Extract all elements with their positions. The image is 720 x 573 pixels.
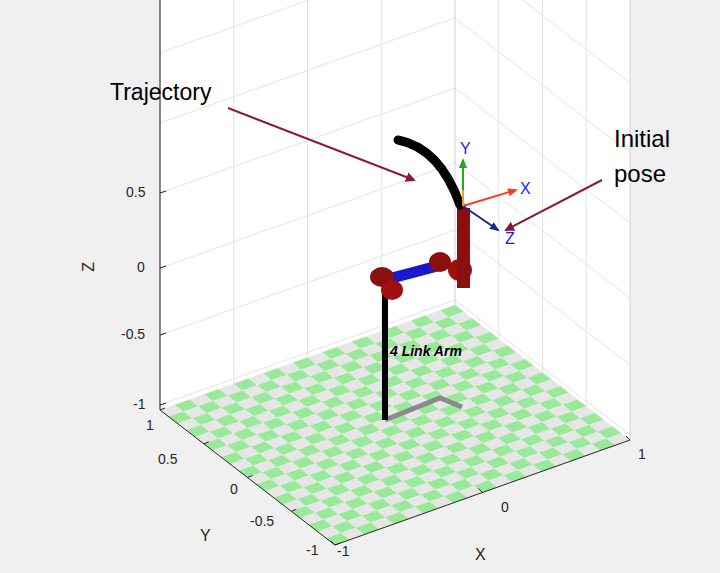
frame-axis-letter: Z [505, 230, 515, 248]
tick [160, 333, 166, 335]
grid-line [542, 0, 543, 373]
plot-text: 4 Link Arm [390, 344, 462, 359]
tick-label: 0.5 [126, 185, 145, 200]
tick [479, 489, 483, 493]
tick-label: 0 [137, 260, 145, 275]
tick-label: 0.5 [158, 452, 177, 467]
tick [626, 436, 630, 440]
floor-checker [160, 305, 630, 545]
axis-label: X [475, 546, 486, 564]
tick [248, 476, 253, 478]
tick [291, 509, 296, 511]
tick [160, 266, 166, 268]
tick [160, 191, 166, 193]
tick-label: -1 [337, 544, 349, 559]
floor-tile [607, 433, 631, 445]
tick [160, 403, 166, 405]
tick-label: -1 [306, 543, 318, 558]
tick-label: -0.5 [121, 327, 145, 342]
grid-line [307, 0, 308, 358]
tick-label: -0.5 [250, 514, 274, 529]
tick [204, 442, 209, 444]
tick-label: 0 [501, 500, 509, 515]
axis-ticks [160, 191, 630, 545]
tick [331, 541, 335, 545]
callout-label: Initial pose [614, 122, 696, 192]
tick-label: 1 [146, 418, 154, 433]
frame-axis-letter: X [520, 180, 531, 198]
frame-axis-letter: Y [460, 140, 471, 158]
tick [160, 408, 165, 410]
wall-grid [160, 0, 630, 435]
grid-line [586, 0, 587, 406]
callout-label: Trajectory [110, 80, 211, 105]
tick-label: -1 [133, 397, 145, 412]
tick-label: 1 [638, 447, 646, 462]
grid-line [498, 0, 499, 339]
grid-line [233, 0, 234, 384]
tick-label: 0 [230, 482, 238, 497]
axis-label: Y [200, 527, 211, 545]
axis-label: Z [80, 262, 98, 272]
